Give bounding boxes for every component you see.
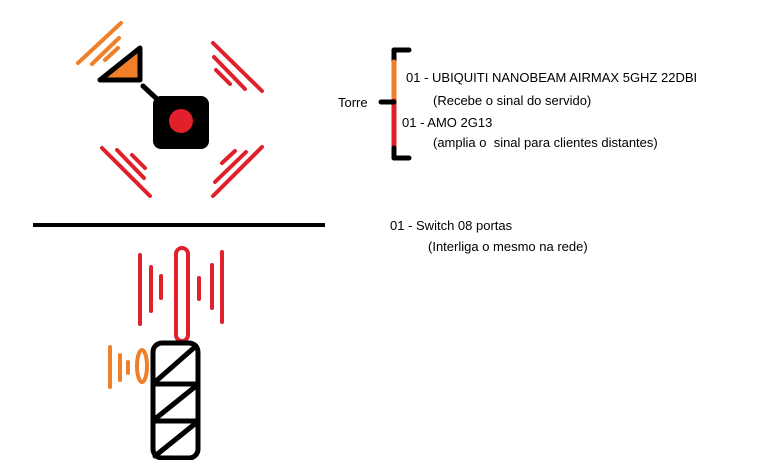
antenna-2-description: (amplia o sinal para clientes distantes) xyxy=(433,135,658,150)
antenna-1-title: 01 - UBIQUITI NANOBEAM AIRMAX 5GHZ 22DBI xyxy=(406,70,698,85)
red-signal-waves-icon xyxy=(138,250,224,326)
switch-title: 01 - Switch 08 portas xyxy=(390,218,513,233)
tower-bracket xyxy=(378,47,412,161)
sector-antenna-icon xyxy=(97,45,143,83)
orange-signal-waves-icon xyxy=(108,345,149,389)
antenna-icon xyxy=(174,246,190,343)
antenna-1-description: (Recebe o sinal do servido) xyxy=(433,93,592,108)
switch-icon xyxy=(150,340,201,460)
red-signal-waves-icon xyxy=(100,41,264,198)
tower-label: Torre xyxy=(338,95,368,110)
switch-description: (Interliga o mesmo na rede) xyxy=(428,239,588,254)
tower-drawing xyxy=(76,21,264,198)
antenna-2-title: 01 - AMO 2G13 xyxy=(402,115,493,130)
switch-drawing xyxy=(108,246,224,460)
orange-signal-waves-icon xyxy=(76,21,123,66)
router-led-icon xyxy=(169,109,193,133)
